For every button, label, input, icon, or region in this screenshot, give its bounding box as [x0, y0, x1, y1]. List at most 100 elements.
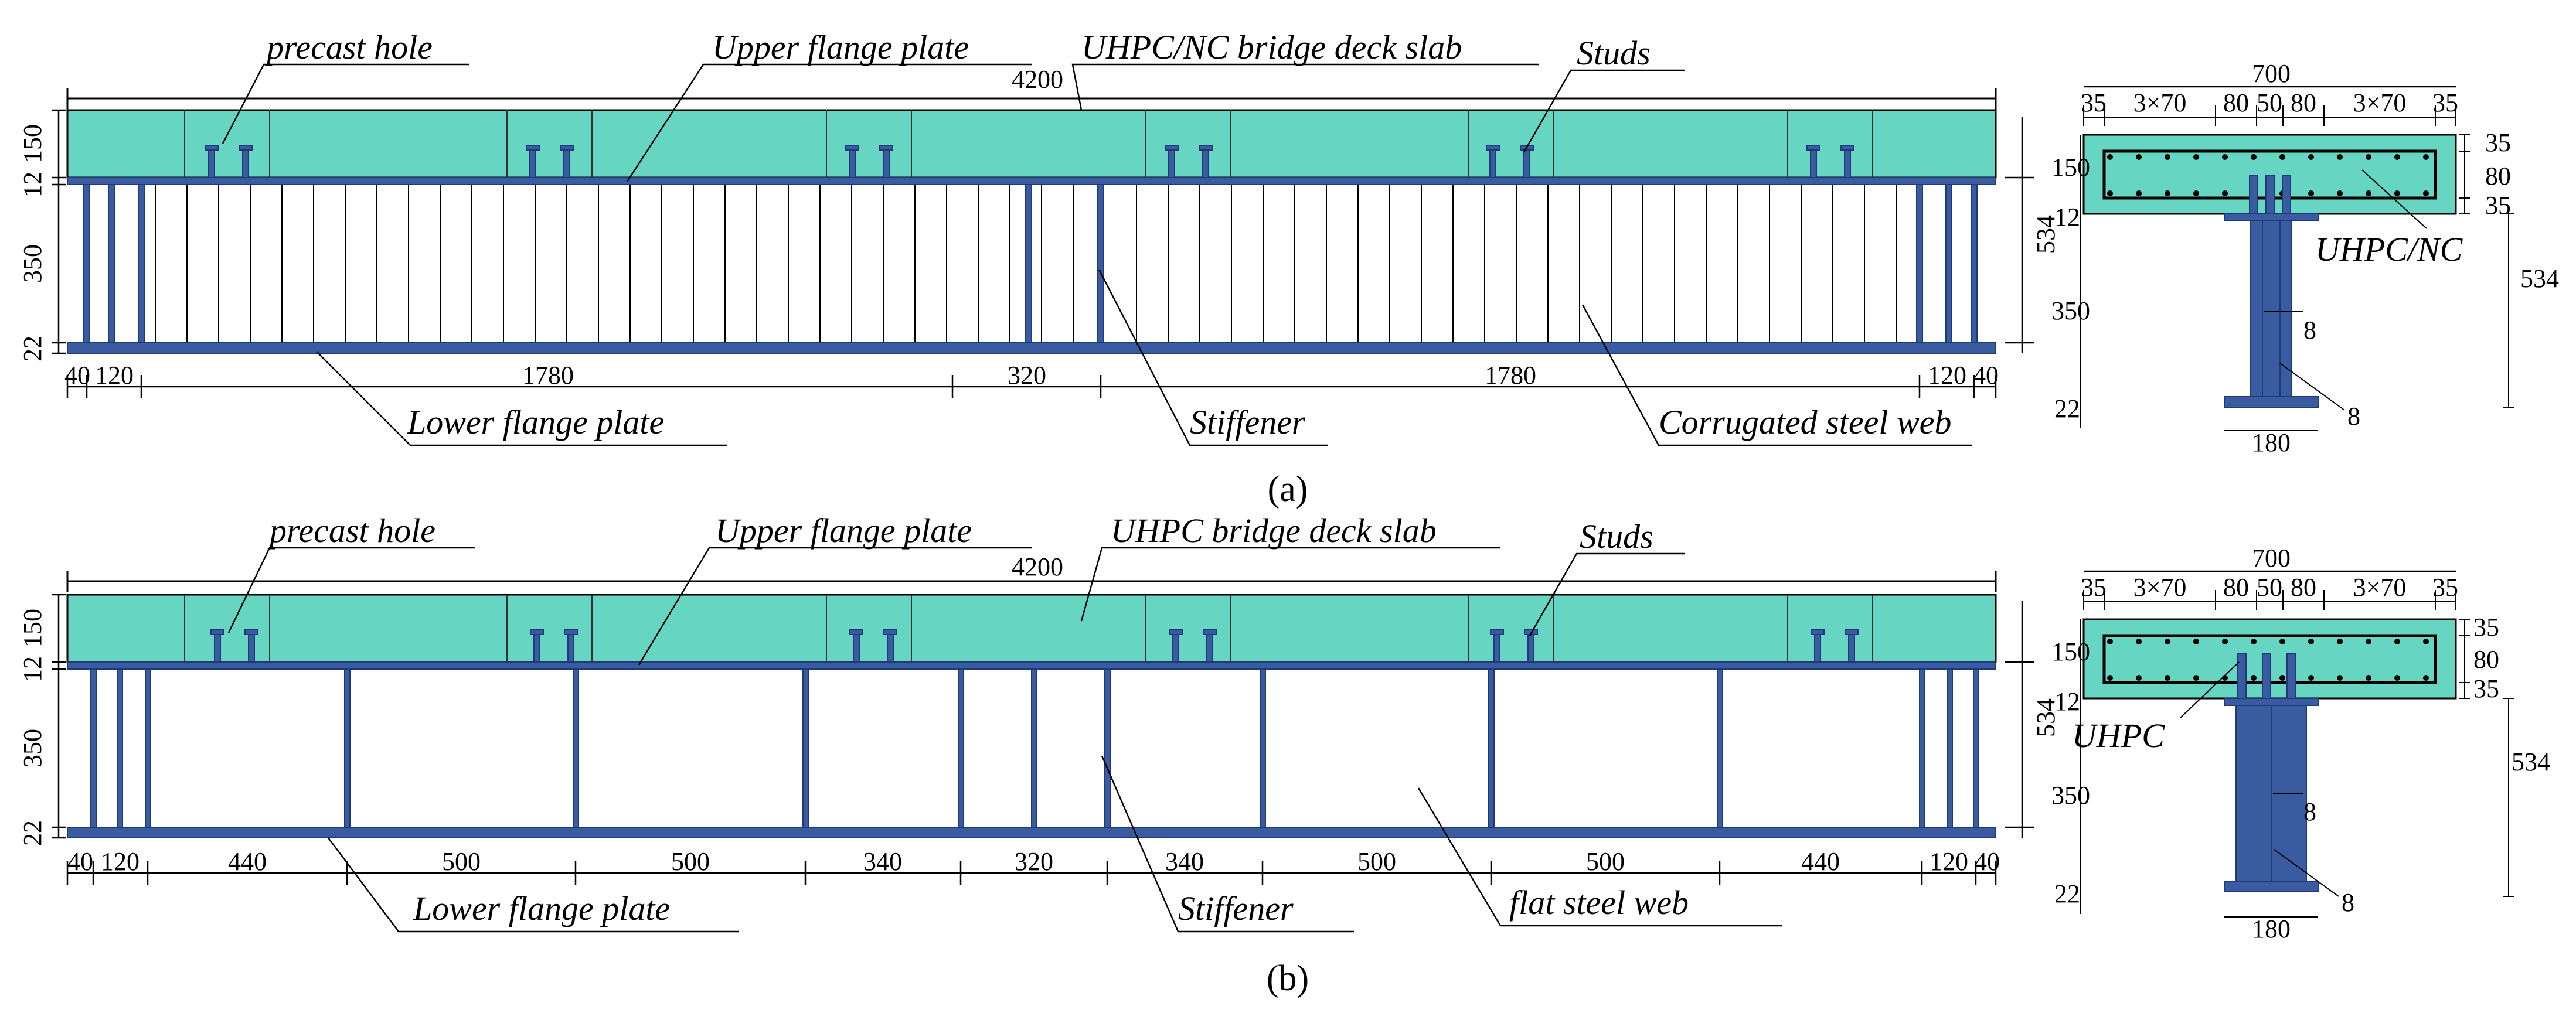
rebar-dot — [2366, 675, 2371, 681]
rebar-dot — [2308, 154, 2314, 160]
caption-a: (a) — [1268, 469, 1308, 509]
rebar-dot — [2165, 639, 2170, 644]
section-width-dim: 700 — [2252, 59, 2291, 88]
label-deck-slab: UHPC/NC bridge deck slab — [1081, 28, 1462, 66]
bottom-dim-320-b: 320 — [1015, 847, 1053, 876]
rebar-dot — [2366, 190, 2371, 196]
rebar-dot — [2423, 190, 2429, 196]
bottom-dim-120-right-b: 120 — [1930, 847, 1968, 876]
rebar-dot — [2222, 639, 2228, 644]
upper-flange-b — [67, 661, 1996, 670]
figure-b: 4200 — [18, 511, 2550, 998]
rebar-dot — [2423, 675, 2429, 681]
rebar-dot — [2366, 154, 2371, 160]
label-lower-flange-b: Lower flange plate — [413, 889, 670, 927]
stiffeners-b — [90, 668, 1979, 828]
rebar-dot — [2165, 675, 2170, 681]
deck-slab — [66, 109, 1997, 179]
sec-b-dim-534: 534 — [2512, 748, 2550, 776]
label-lower-flange: Lower flange plate — [407, 403, 664, 441]
left-dim-150: 150 — [18, 124, 47, 163]
rebar-dot — [2107, 675, 2113, 681]
rebar-dot — [2366, 639, 2371, 644]
section-width-dim-b: 700 — [2252, 544, 2291, 572]
label-upper-flange-b: Upper flange plate — [715, 511, 972, 550]
left-dim-350-b: 350 — [18, 729, 47, 768]
sec-dim-web-t: 8 — [2303, 316, 2316, 345]
rebar-dot — [2107, 639, 2113, 644]
sec-dim-35-top: 35 — [2485, 128, 2511, 157]
rebar-dot — [2251, 154, 2257, 160]
rebar-dot — [2107, 154, 2113, 160]
caption-b: (b) — [1267, 959, 1309, 998]
label-precast-hole: precast hole — [264, 28, 433, 66]
rebar-dot — [2337, 675, 2343, 681]
sec-dim-35-right: 35 — [2432, 88, 2458, 117]
bottom-dim-1780-left: 1780 — [522, 361, 574, 390]
bottom-dim-500-c: 500 — [1357, 847, 1396, 876]
bottom-dim-500-a: 500 — [442, 847, 481, 876]
left-dim-12-b: 12 — [18, 656, 47, 682]
bottom-dim-340-left: 340 — [863, 847, 902, 876]
studs — [205, 145, 1854, 181]
rebar-dot — [2251, 639, 2257, 644]
sec-b-dim-3x70-right: 3×70 — [2353, 573, 2407, 602]
rebar-dot — [2337, 639, 2343, 644]
rebar-dot — [2222, 190, 2228, 196]
rebar-dot — [2337, 190, 2343, 196]
rebar-dot — [2423, 639, 2429, 644]
sec-dim-35-left: 35 — [2081, 88, 2107, 117]
sec-dim-350: 350 — [2051, 296, 2090, 325]
sec-b-dim-80-left: 80 — [2223, 573, 2249, 602]
stiffeners — [83, 184, 1978, 343]
label-upper-flange: Upper flange plate — [712, 28, 969, 66]
left-dim-150-b: 150 — [18, 609, 47, 647]
sec-dim-12: 12 — [2054, 203, 2080, 231]
rebar-dot — [2308, 190, 2314, 196]
rebar-dot — [2308, 675, 2314, 681]
sec-b-dim-35-right: 35 — [2432, 573, 2458, 602]
rebar-dot — [2193, 190, 2199, 196]
deck-slab-b — [66, 594, 1997, 663]
bottom-dim-320: 320 — [1008, 361, 1046, 390]
bottom-dim-340-right: 340 — [1165, 847, 1204, 876]
lower-flange-b — [67, 827, 1996, 838]
sec-dim-534: 534 — [2520, 264, 2559, 293]
rebar-dot — [2394, 675, 2400, 681]
sec-b-dim-80-vert: 80 — [2473, 645, 2499, 674]
rebar-dot — [2394, 154, 2400, 160]
section-material-label: UHPC/NC — [2315, 230, 2463, 268]
rebar-dot — [2107, 190, 2113, 196]
cross-section-b: 700 35 3×70 80 50 80 3×70 35 — [2051, 544, 2550, 943]
sec-dim-80-left: 80 — [2223, 88, 2249, 117]
upper-flange — [67, 177, 1996, 185]
bottom-dim-1780-right: 1780 — [1485, 361, 1536, 390]
rebar-dot — [2423, 154, 2429, 160]
label-studs: Studs — [1577, 34, 1651, 72]
rebar-dot — [2279, 639, 2285, 644]
sec-b-dim-web-t: 8 — [2303, 797, 2316, 826]
total-length-dim-b: 4200 — [1012, 552, 1063, 581]
figure-a: 4200 — [18, 28, 2559, 509]
rebar-dot — [2222, 154, 2228, 160]
label-precast-hole-b: precast hole — [267, 511, 435, 550]
left-dim-22: 22 — [18, 336, 47, 361]
bottom-dim-120: 120 — [95, 361, 134, 390]
rebar-dot — [2308, 639, 2314, 644]
sec-dim-50: 50 — [2257, 88, 2282, 117]
section-material-label-b: UHPC — [2072, 717, 2165, 755]
rebar-dot — [2193, 154, 2199, 160]
sec-b-dim-12: 12 — [2054, 687, 2080, 716]
rebar-dot — [2136, 675, 2142, 681]
label-stiffener: Stiffener — [1190, 403, 1305, 441]
sec-b-dim-150: 150 — [2051, 637, 2090, 666]
label-web: Corrugated steel web — [1659, 403, 1951, 441]
bottom-dim-440-left: 440 — [228, 847, 267, 876]
sec-b-dim-35-top: 35 — [2473, 613, 2499, 642]
sec-b-dim-35-left: 35 — [2081, 573, 2107, 602]
sec-b-dim-22: 22 — [2054, 879, 2080, 908]
total-length-dim: 4200 — [1012, 65, 1063, 94]
right-dim-534: 534 — [2031, 215, 2060, 254]
